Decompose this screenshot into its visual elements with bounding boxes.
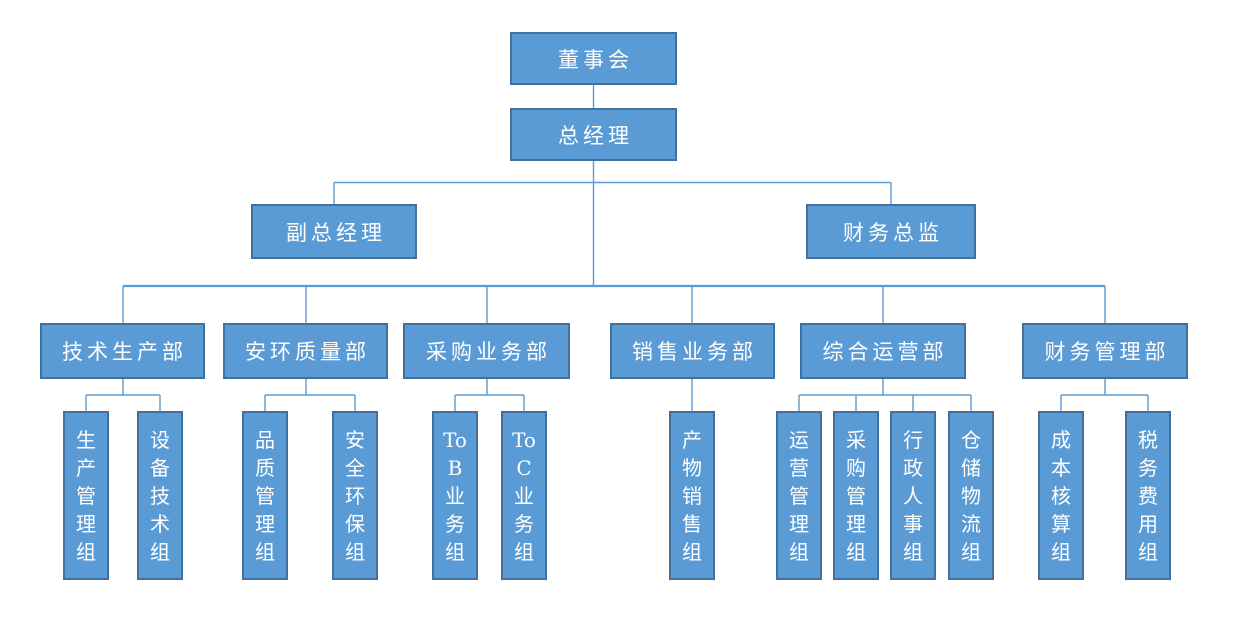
org-node-dept-safety-quality: 安环质量部	[223, 323, 388, 379]
org-node-group-to-c-business: To C 业 务 组	[501, 411, 547, 580]
org-node-finance-director: 财务总监	[806, 204, 976, 259]
org-node-dept-procurement: 采购业务部	[403, 323, 570, 379]
org-node-deputy-general-manager: 副总经理	[251, 204, 417, 259]
org-node-group-procurement-mgmt: 采 购 管 理 组	[833, 411, 879, 580]
org-node-board: 董事会	[510, 32, 677, 85]
org-node-group-warehouse-logistics: 仓 储 物 流 组	[948, 411, 994, 580]
org-node-group-product-sales: 产 物 销 售 组	[669, 411, 715, 580]
org-node-dept-sales: 销售业务部	[610, 323, 775, 379]
org-node-group-production-mgmt: 生 产 管 理 组	[63, 411, 109, 580]
org-node-group-admin-hr: 行 政 人 事 组	[890, 411, 936, 580]
org-node-general-manager: 总经理	[510, 108, 677, 161]
org-node-group-quality-mgmt: 品 质 管 理 组	[242, 411, 288, 580]
org-node-group-to-b-business: To B 业 务 组	[432, 411, 478, 580]
org-node-group-safety-environment: 安 全 环 保 组	[332, 411, 378, 580]
org-node-group-tax-expense: 税 务 费 用 组	[1125, 411, 1171, 580]
org-node-group-operations-mgmt: 运 营 管 理 组	[776, 411, 822, 580]
org-node-group-equipment-tech: 设 备 技 术 组	[137, 411, 183, 580]
org-node-dept-tech-production: 技术生产部	[40, 323, 205, 379]
org-node-dept-operations: 综合运营部	[800, 323, 966, 379]
org-node-group-cost-accounting: 成 本 核 算 组	[1038, 411, 1084, 580]
org-node-dept-finance-mgmt: 财务管理部	[1022, 323, 1188, 379]
